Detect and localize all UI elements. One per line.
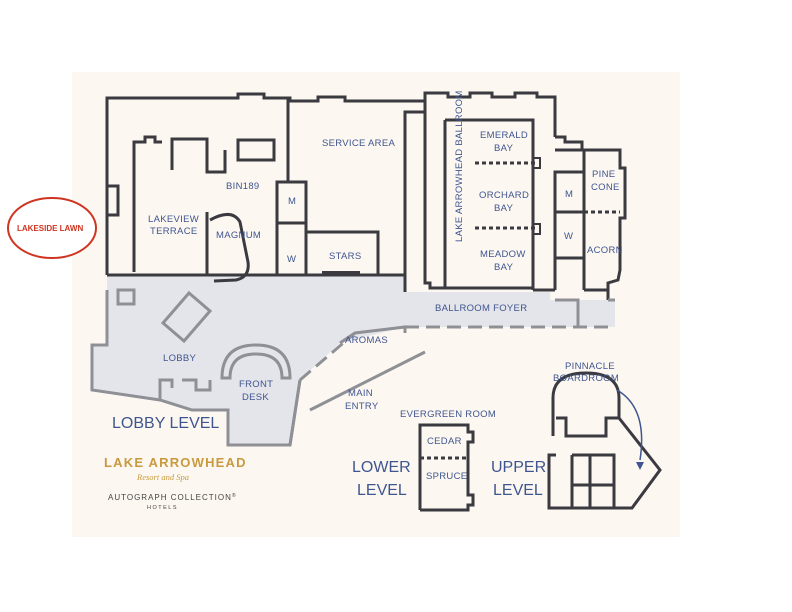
- label-lakeside-lawn: LAKESIDE LAWN: [17, 224, 83, 233]
- label-w-right: W: [564, 231, 573, 242]
- label-m-left: M: [288, 196, 296, 207]
- brand-collection: AUTOGRAPH COLLECTION®: [108, 492, 237, 502]
- label-ballroom-foyer: BALLROOM FOYER: [435, 303, 527, 314]
- label-meadow-bay-2: BAY: [494, 262, 514, 273]
- label-main-entry-2: ENTRY: [345, 401, 379, 412]
- brand-name: LAKE ARROWHEAD: [104, 455, 247, 470]
- label-front-desk-1: FRONT: [239, 379, 273, 390]
- lower-level-walls: [418, 423, 475, 512]
- level-labels: LOBBY LEVEL LOWER LEVEL UPPER LEVEL: [112, 415, 546, 499]
- label-w-left: W: [287, 254, 296, 265]
- label-bin189: BIN189: [226, 181, 260, 192]
- brand-hotels: HOTELS: [147, 505, 178, 511]
- label-orchard-bay-1: ORCHARD: [479, 190, 529, 201]
- label-m-right: M: [565, 189, 573, 200]
- label-service-area: SERVICE AREA: [322, 138, 395, 149]
- label-lower-level-2: LEVEL: [357, 482, 407, 499]
- label-stars: STARS: [329, 251, 361, 262]
- lobby-walls: [90, 288, 615, 447]
- label-orchard-bay-2: BAY: [494, 203, 514, 214]
- label-main-entry-1: MAIN: [348, 388, 373, 399]
- label-pine-cone-1: PINE: [592, 169, 615, 180]
- label-upper-level-1: UPPER: [491, 459, 546, 476]
- label-emerald-bay-1: EMERALD: [480, 130, 528, 141]
- label-lobby: LOBBY: [163, 353, 197, 364]
- lobby-corridor-area: [90, 275, 615, 445]
- lakeside-lawn-outline: [7, 197, 97, 259]
- label-pine-cone-2: CONE: [591, 182, 620, 193]
- label-front-desk-2: DESK: [242, 392, 269, 403]
- main-building-walls: [105, 91, 627, 300]
- room-labels: SERVICE AREA BIN189 LAKEVIEW TERRACE MAG…: [148, 90, 623, 482]
- label-lobby-level: LOBBY LEVEL: [112, 415, 219, 432]
- label-aromas: AROMAS: [345, 335, 388, 346]
- brand-subtitle: Resort and Spa: [136, 472, 189, 482]
- lakeside-lawn-marker[interactable]: LAKESIDE LAWN: [7, 197, 97, 259]
- label-lower-level-1: LOWER: [352, 459, 411, 476]
- upper-level-walls: [547, 371, 662, 510]
- boardroom-arrow: [616, 389, 644, 470]
- label-upper-level-2: LEVEL: [493, 482, 543, 499]
- label-lakeview-terrace-1: LAKEVIEW: [148, 214, 199, 225]
- label-magnum: MAGNUM: [216, 230, 261, 241]
- label-meadow-bay-1: MEADOW: [480, 249, 526, 260]
- label-spruce: SPRUCE: [426, 471, 467, 482]
- label-pinnacle-boardroom-2: BOARDROOM: [553, 373, 619, 384]
- brand-logo: LAKE ARROWHEAD Resort and Spa AUTOGRAPH …: [104, 455, 247, 511]
- label-acorn: ACORN: [587, 245, 623, 256]
- label-cedar: CEDAR: [427, 436, 462, 447]
- label-lakeview-terrace-2: TERRACE: [150, 226, 198, 237]
- label-lake-arrowhead-ballroom: LAKE ARROWHEAD BALLROOM: [454, 90, 465, 242]
- brand-collection-mark: ®: [232, 492, 237, 499]
- label-pinnacle-boardroom-1: PINNACLE: [565, 361, 615, 372]
- label-emerald-bay-2: BAY: [494, 143, 514, 154]
- label-evergreen-room: EVERGREEN ROOM: [400, 409, 496, 420]
